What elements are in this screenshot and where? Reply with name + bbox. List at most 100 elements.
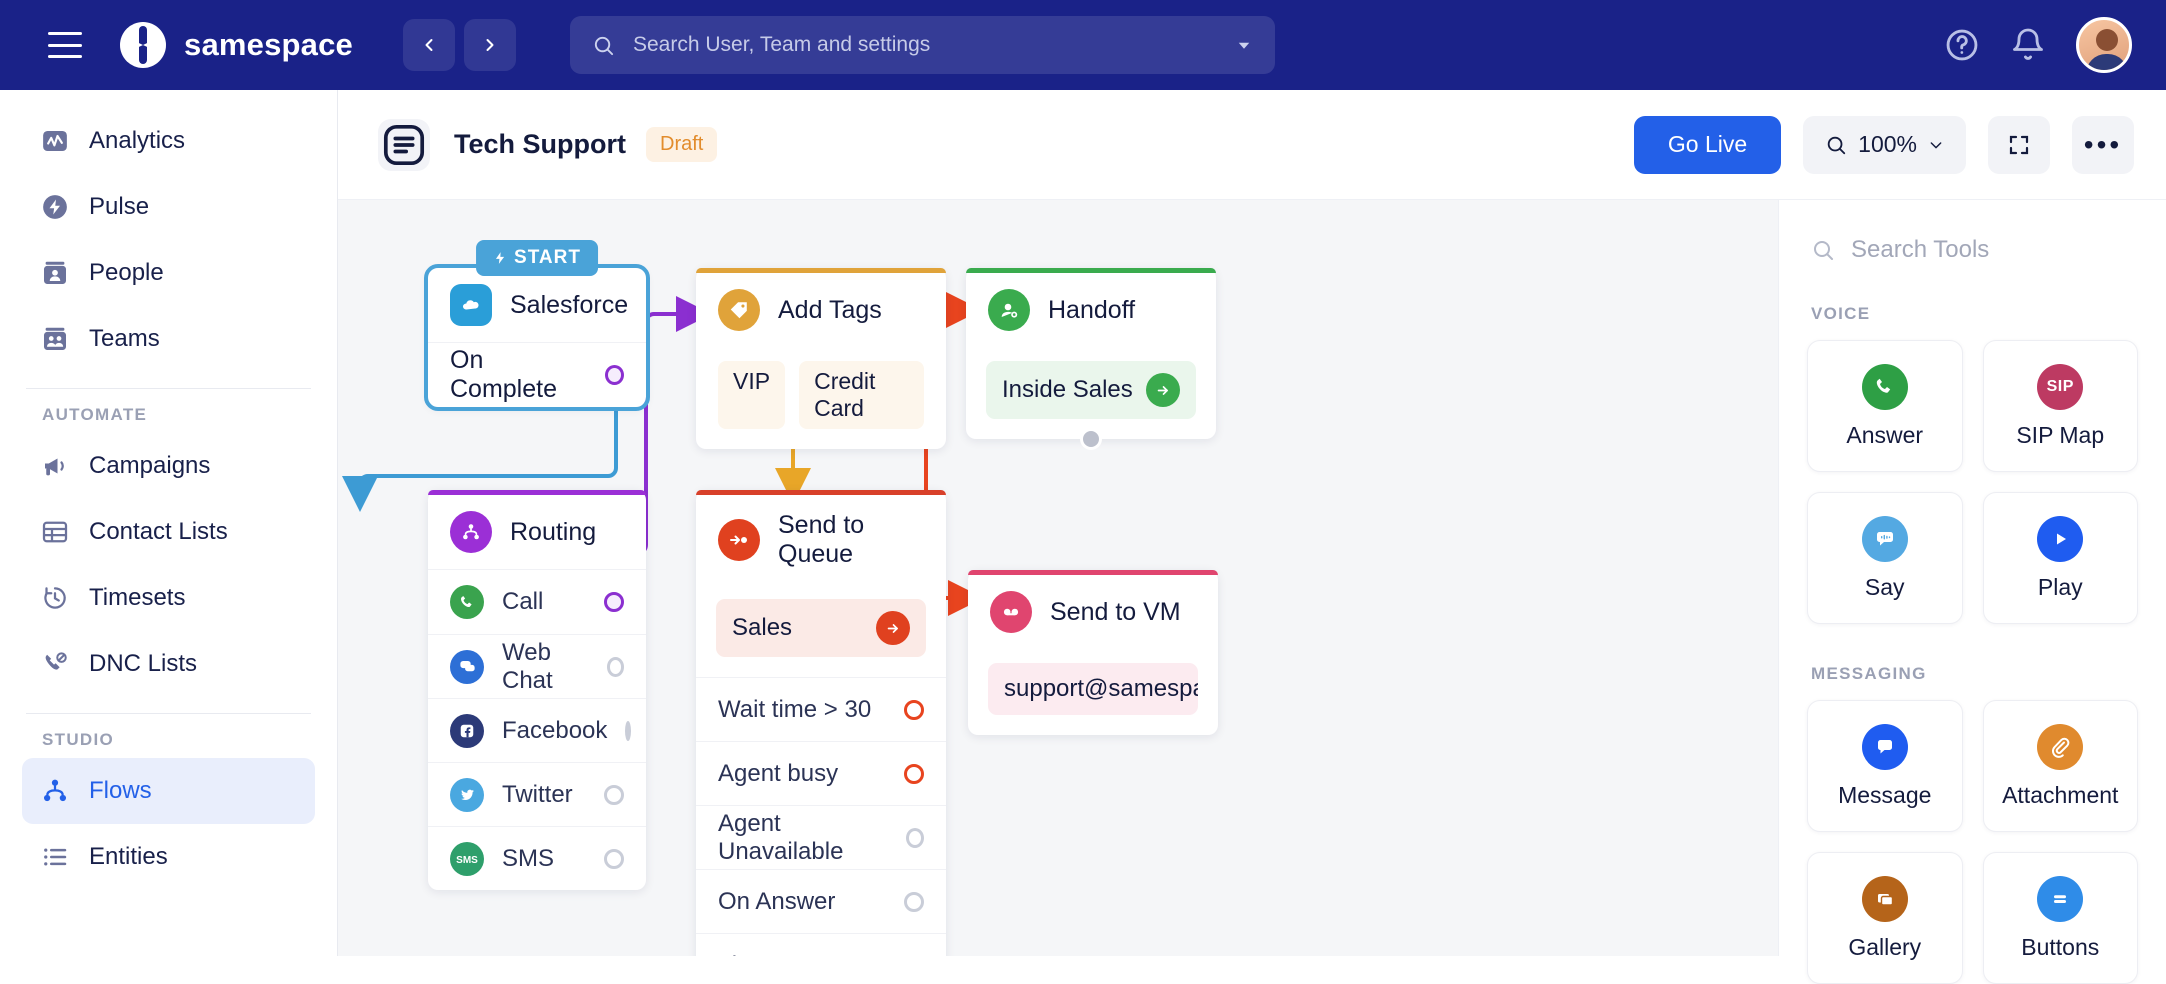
hamburger-icon[interactable] <box>48 32 82 58</box>
tools-group-voice-label: VOICE <box>1811 304 1871 323</box>
tool-card-gallery[interactable]: Gallery <box>1807 852 1963 984</box>
node-accent-bar <box>696 490 946 495</box>
avatar[interactable] <box>2076 17 2132 73</box>
tools-search-input[interactable]: Search Tools <box>1807 230 2138 264</box>
fullscreen-button[interactable] <box>1988 115 2050 174</box>
search-icon <box>1827 136 1846 154</box>
node-row-twitter[interactable]: Twitter <box>428 762 646 826</box>
node-row-web-chat[interactable]: Web Chat <box>428 634 646 698</box>
chat-icon <box>450 649 484 684</box>
tool-card-message[interactable]: Message <box>1807 700 1963 832</box>
arrow-right-icon[interactable] <box>876 611 910 645</box>
node-title: Add Tags <box>778 295 882 324</box>
bell-icon[interactable] <box>2010 27 2046 63</box>
queue-pill[interactable]: Sales <box>716 599 926 657</box>
row-port[interactable] <box>904 763 924 784</box>
tool-card-answer[interactable]: Answer <box>1807 340 1963 472</box>
row-port[interactable] <box>604 365 624 385</box>
row-port[interactable] <box>604 592 624 612</box>
tool-label: Play <box>2037 573 2083 600</box>
row-port[interactable] <box>604 784 624 805</box>
node-output-port[interactable] <box>1080 428 1102 450</box>
node-send-to-queue[interactable]: Send to Queue Sales Wait time > 30 Agent… <box>696 490 946 956</box>
tool-label: Say <box>1864 573 1905 600</box>
header-actions: Go Live 100% ••• <box>1633 115 2134 174</box>
arrow-right-icon[interactable] <box>1146 373 1180 407</box>
row-port[interactable] <box>606 656 624 677</box>
node-row-facebook[interactable]: Facebook <box>428 698 646 762</box>
sidebar-item-dnc-lists[interactable]: DNC Lists <box>22 631 315 697</box>
tools-group-messaging-label: MESSAGING <box>1811 664 1927 683</box>
brand[interactable]: samespace <box>120 22 353 68</box>
row-port[interactable] <box>905 827 924 848</box>
tag-chip[interactable]: Credit Card <box>799 361 924 429</box>
sidebar-item-label: DNC Lists <box>89 650 198 677</box>
sidebar-item-flows[interactable]: Flows <box>22 758 315 824</box>
node-row-wait-time[interactable]: Wait time > 30 <box>696 677 946 741</box>
gallery-icon <box>1861 875 1908 922</box>
node-add-tags[interactable]: Add Tags VIP Credit Card <box>696 268 946 449</box>
node-row-sms[interactable]: SMS SMS <box>428 826 646 890</box>
sidebar-item-label: People <box>89 259 164 286</box>
node-handoff[interactable]: Handoff Inside Sales <box>966 268 1216 450</box>
sidebar-item-contact-lists[interactable]: Contact Lists <box>22 499 315 565</box>
salesforce-cloud-icon <box>450 284 492 326</box>
sidebar-item-entities[interactable]: Entities <box>22 824 315 890</box>
node-header: Handoff <box>966 273 1216 347</box>
node-row-agent-unavailable[interactable]: Agent Unavailable <box>696 805 946 869</box>
handoff-pill[interactable]: Inside Sales <box>986 361 1196 419</box>
sidebar-item-analytics[interactable]: Analytics <box>22 108 315 174</box>
tool-card-say[interactable]: Say <box>1807 492 1963 624</box>
more-button[interactable]: ••• <box>2072 115 2134 174</box>
tools-group-voice: Answer SIP SIP Map Say Play <box>1807 340 2138 624</box>
node-row-agent-busy[interactable]: Agent busy <box>696 741 946 805</box>
node-row-call[interactable]: Call <box>428 570 646 634</box>
document-lines-icon[interactable] <box>378 118 430 171</box>
vm-email-pill[interactable]: support@samespace.c <box>988 663 1198 715</box>
sidebar-item-timesets[interactable]: Timesets <box>22 565 315 631</box>
sip-icon: SIP <box>2037 363 2084 410</box>
node-salesforce[interactable]: START Salesforce On Complete <box>424 240 650 411</box>
row-port[interactable] <box>625 720 632 741</box>
phone-icon <box>1861 363 1908 410</box>
node-send-to-vm[interactable]: Send to VM support@samespace.c <box>968 570 1218 735</box>
sidebar-divider-1 <box>26 388 311 389</box>
flow-header: Tech Support Draft Go Live 100% ••• <box>338 90 2166 200</box>
node-row-on-answer[interactable]: On Answer <box>696 869 946 933</box>
sidebar-item-label: Contact Lists <box>89 518 228 545</box>
top-right-actions <box>1944 17 2132 73</box>
row-port[interactable] <box>904 699 924 720</box>
routing-icon <box>450 511 492 553</box>
analytics-icon <box>40 126 70 156</box>
search-input[interactable]: Search User, Team and settings <box>570 16 1275 74</box>
node-row-on-complete[interactable]: On Complete <box>428 343 646 407</box>
back-button[interactable] <box>403 19 455 71</box>
zoom-control[interactable]: 100% <box>1803 115 1966 174</box>
chevron-down-icon <box>1930 141 1942 148</box>
row-port[interactable] <box>904 891 924 912</box>
flow-canvas[interactable]: START Salesforce On Complete Routing <box>338 200 1778 956</box>
list-icon <box>40 842 70 872</box>
sidebar-item-campaigns[interactable]: Campaigns <box>22 433 315 499</box>
node-routing[interactable]: Routing Call Web Chat Faceboo <box>428 490 646 890</box>
tool-card-play[interactable]: Play <box>1982 492 2138 624</box>
tool-card-sip-map[interactable]: SIP SIP Map <box>1982 340 2138 472</box>
tools-group-messaging: Message Attachment Gallery Buttons <box>1807 700 2138 984</box>
tool-card-attachment[interactable]: Attachment <box>1982 700 2138 832</box>
tool-card-buttons[interactable]: Buttons <box>1982 852 2138 984</box>
sidebar-item-label: Flows <box>89 777 152 804</box>
node-header: Salesforce <box>428 268 646 343</box>
attachment-icon <box>2037 723 2084 770</box>
sidebar-item-people[interactable]: People <box>22 240 315 306</box>
row-port[interactable] <box>604 848 624 869</box>
help-circle-icon[interactable] <box>1944 27 1980 63</box>
sidebar-item-teams[interactable]: Teams <box>22 306 315 372</box>
forward-button[interactable] <box>464 19 516 71</box>
sidebar-item-pulse[interactable]: Pulse <box>22 174 315 240</box>
chevron-down-icon[interactable] <box>1235 36 1253 54</box>
row-label: Web Chat <box>502 638 553 694</box>
sidebar-item-label: Timesets <box>89 584 186 611</box>
tag-chip[interactable]: VIP <box>718 361 786 429</box>
node-row-timeout[interactable]: Timeout <box>696 933 946 956</box>
go-live-button[interactable]: Go Live <box>1633 115 1782 174</box>
